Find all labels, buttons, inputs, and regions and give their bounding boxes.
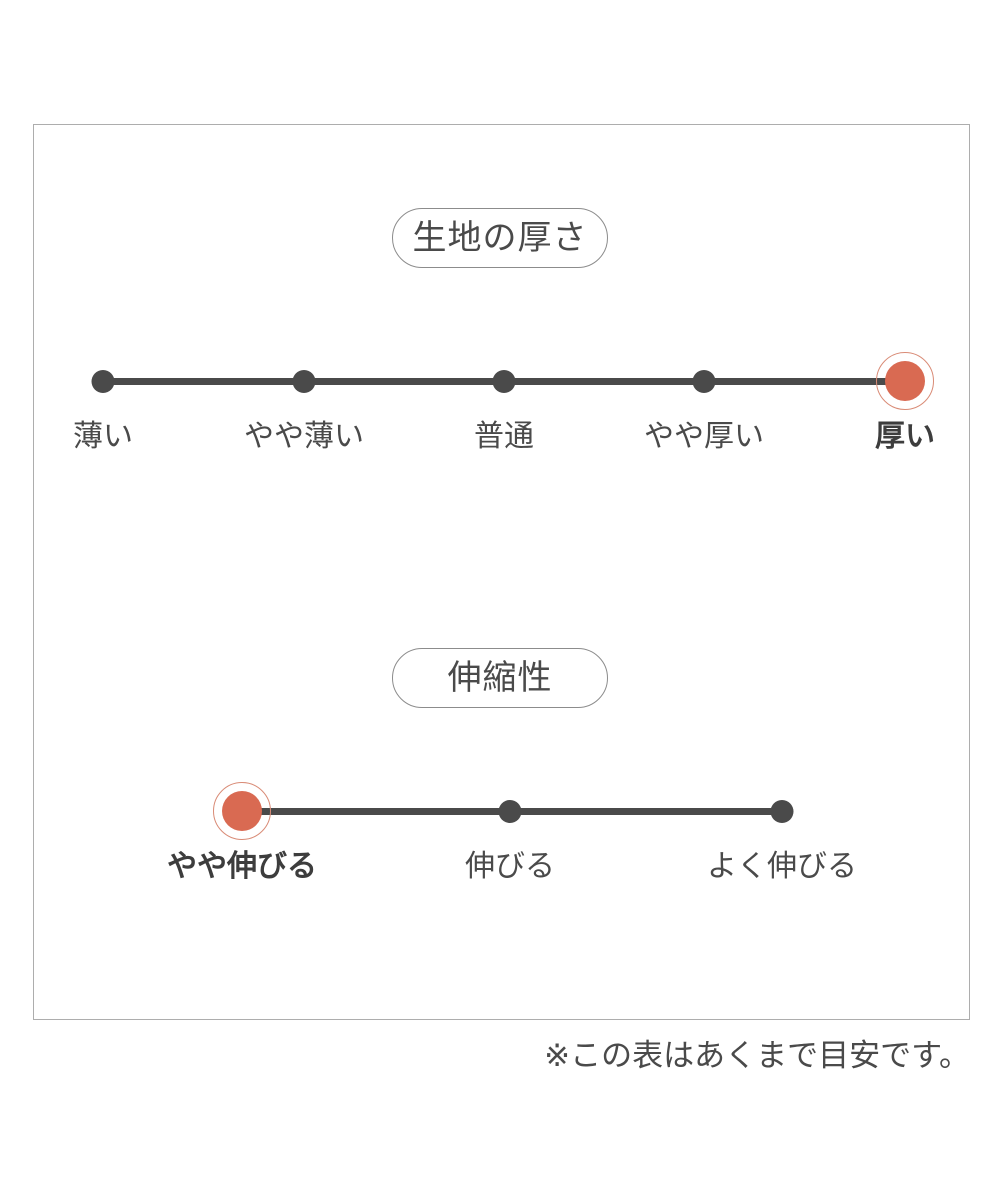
thickness-label-4: やや厚い (644, 420, 764, 453)
thickness-label-5-selected: 厚い (875, 420, 935, 453)
thickness-dot-5-selected[interactable] (876, 352, 934, 410)
thickness-label-3: 普通 (474, 420, 534, 453)
thickness-dot-1[interactable] (91, 370, 115, 393)
stretch-heading-pill: 伸縮性 (392, 648, 608, 708)
stretch-scale: やや伸びる 伸びる よく伸びる (0, 780, 937, 910)
thickness-heading-pill: 生地の厚さ (392, 208, 608, 268)
stretch-label-1-selected: やや伸びる (167, 850, 317, 883)
thickness-dot-3[interactable] (492, 370, 516, 393)
thickness-dot-2[interactable] (292, 370, 316, 393)
stretch-dot-3[interactable] (770, 800, 794, 823)
stretch-label-3: よく伸びる (707, 850, 857, 883)
stretch-dot-1-selected[interactable] (213, 782, 271, 840)
thickness-heading-label: 生地の厚さ (412, 219, 588, 257)
stretch-heading-label: 伸縮性 (447, 659, 553, 697)
thickness-dot-4[interactable] (692, 370, 716, 393)
disclaimer-note: ※この表はあくまで目安です。 (544, 1038, 970, 1073)
thickness-scale: 薄い やや薄い 普通 やや厚い 厚い (0, 350, 937, 480)
thickness-label-2: やや薄い (244, 420, 364, 453)
stretch-dot-2[interactable] (498, 800, 522, 823)
stretch-label-2: 伸びる (465, 850, 555, 883)
chart-frame (33, 124, 970, 1020)
thickness-label-1: 薄い (73, 420, 133, 453)
